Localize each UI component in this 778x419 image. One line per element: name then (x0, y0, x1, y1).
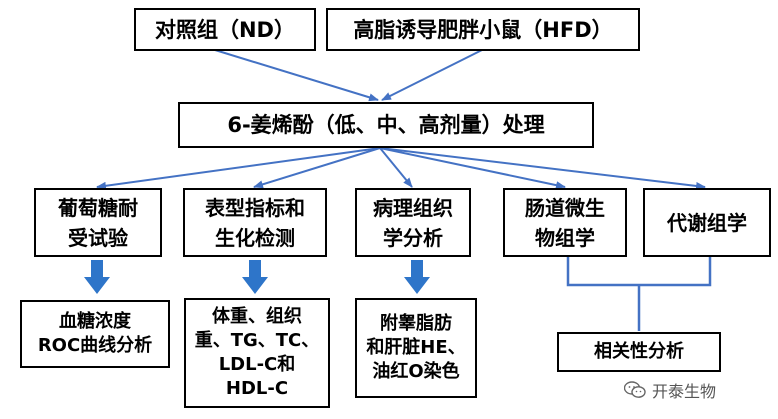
node-correlation-label: 相关性分析 (594, 341, 684, 362)
connector-treatment-to-ogtt (96, 147, 381, 190)
watermark-text: 开泰生物 (652, 382, 717, 401)
node-metabolomics-label: 代谢组学 (667, 210, 747, 235)
connector-treatment-to-microbiota (379, 147, 566, 190)
node-group-nd-label: 对照组（ND） (154, 17, 295, 42)
node-group-nd: 对照组（ND） (134, 8, 316, 51)
bracket-to-correlation (566, 257, 712, 287)
connector-treatment-to-phenotype (253, 147, 381, 189)
down-arrow-phenotype (242, 260, 268, 294)
node-staining-label: 附睾脂肪 和肝脏HE、 油红O染色 (366, 313, 466, 382)
node-treatment: 6-姜烯酚（低、中、高剂量）处理 (178, 102, 594, 148)
node-phenotype-label: 表型指标和 生化检测 (205, 195, 305, 250)
node-correlation: 相关性分析 (557, 332, 721, 372)
node-treatment-label: 6-姜烯酚（低、中、高剂量）处理 (227, 113, 545, 137)
down-arrow-pathology (404, 260, 430, 294)
node-metabolomics: 代谢组学 (643, 188, 771, 257)
node-weights-lipids-label: 体重、组织 重、TG、TC、 LDL-C和 HDL-C (194, 306, 320, 399)
node-pathology: 病理组织 学分析 (355, 188, 471, 257)
connector-hfd-to-treatment (381, 49, 483, 101)
node-microbiota-label: 肠道微生 物组学 (525, 195, 605, 250)
node-blood-glucose: 血糖浓度 ROC曲线分析 (20, 300, 170, 368)
node-ogtt-label: 葡萄糖耐 受试验 (58, 195, 138, 250)
node-phenotype: 表型指标和 生化检测 (183, 188, 327, 257)
connector-treatment-to-metabolomics (379, 147, 706, 190)
node-weights-lipids: 体重、组织 重、TG、TC、 LDL-C和 HDL-C (184, 298, 330, 408)
connector-nd-to-treatment (214, 49, 379, 102)
watermark: 开泰生物 (624, 378, 716, 402)
node-ogtt: 葡萄糖耐 受试验 (34, 188, 162, 257)
node-group-hfd-label: 高脂诱导肥胖小鼠（HFD） (353, 17, 613, 42)
node-blood-glucose-label: 血糖浓度 ROC曲线分析 (37, 311, 153, 356)
node-group-hfd: 高脂诱导肥胖小鼠（HFD） (326, 8, 640, 51)
node-staining: 附睾脂肪 和肝脏HE、 油红O染色 (355, 298, 477, 398)
connector-treatment-to-pathology (379, 147, 413, 188)
down-arrow-ogtt (84, 260, 110, 294)
node-microbiota: 肠道微生 物组学 (503, 188, 627, 257)
node-pathology-label: 病理组织 学分析 (373, 195, 453, 250)
wechat-icon (624, 381, 646, 398)
